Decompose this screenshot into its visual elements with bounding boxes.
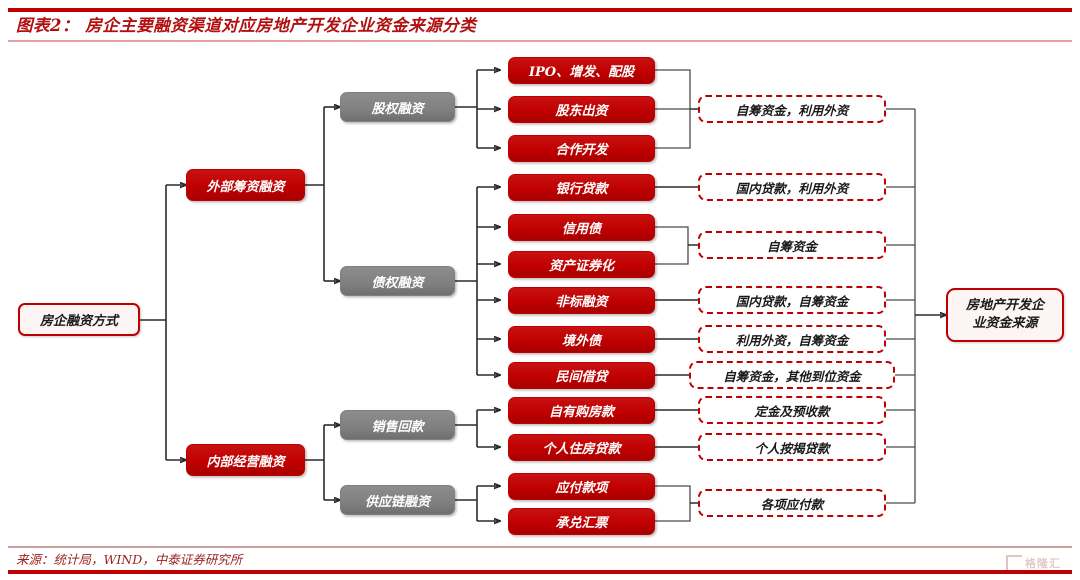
node-acceptance-bill[interactable]: 承兑汇票 (508, 508, 655, 535)
node-asset-securitization[interactable]: 资产证券化 (508, 251, 655, 278)
source-item-domestic-loan-self-raised[interactable]: 国内贷款，自筹资金 (698, 286, 886, 314)
bottom-rule (8, 570, 1072, 574)
source-item-deposit-prepayment[interactable]: 定金及预收款 (698, 396, 886, 424)
node-root[interactable]: 房企融资方式 (18, 303, 140, 336)
top-rule (8, 8, 1072, 12)
watermark-label: 格隆汇 (1025, 557, 1061, 570)
node-external-financing[interactable]: 外部筹资融资 (186, 169, 305, 201)
node-credit-bond[interactable]: 信用债 (508, 214, 655, 241)
node-internal-financing[interactable]: 内部经营融资 (186, 444, 305, 476)
source-item-self-raised-foreign[interactable]: 自筹资金，利用外资 (698, 95, 886, 123)
node-ipo[interactable]: IPO、增发、配股 (508, 57, 655, 84)
node-nonstandard-financing[interactable]: 非标融资 (508, 287, 655, 314)
title-underline (8, 40, 1072, 42)
node-debt-financing[interactable]: 债权融资 (340, 266, 455, 296)
source-item-self-raised[interactable]: 自筹资金 (698, 231, 886, 259)
node-accounts-payable[interactable]: 应付款项 (508, 473, 655, 500)
node-supply-chain-financing[interactable]: 供应链融资 (340, 485, 455, 515)
node-sales-collection[interactable]: 销售回款 (340, 410, 455, 440)
watermark-logo-icon (1006, 554, 1023, 572)
figure-title: 图表2： 房企主要融资渠道对应房地产开发企业资金来源分类 (16, 16, 477, 35)
node-own-home-purchase[interactable]: 自有购房款 (508, 397, 655, 424)
node-equity-financing[interactable]: 股权融资 (340, 92, 455, 122)
node-personal-housing-loan[interactable]: 个人住房贷款 (508, 434, 655, 461)
source-item-foreign-self-raised[interactable]: 利用外资，自筹资金 (698, 325, 886, 353)
node-shareholder-contribution[interactable]: 股东出资 (508, 96, 655, 123)
source-item-self-raised-other[interactable]: 自筹资金，其他到位资金 (689, 361, 895, 389)
node-bank-loan[interactable]: 银行贷款 (508, 174, 655, 201)
node-final-funding-sources[interactable]: 房地产开发企 业资金来源 (946, 288, 1064, 342)
node-cooperative-development[interactable]: 合作开发 (508, 135, 655, 162)
node-offshore-bond[interactable]: 境外债 (508, 326, 655, 353)
source-item-domestic-loan-foreign[interactable]: 国内贷款，利用外资 (698, 173, 886, 201)
source-item-various-payables[interactable]: 各项应付款 (698, 489, 886, 517)
node-private-lending[interactable]: 民间借贷 (508, 362, 655, 389)
bottom-thin-rule (8, 546, 1072, 548)
figure-source: 来源：统计局，WIND，中泰证券研究所 (16, 552, 243, 567)
source-item-personal-mortgage[interactable]: 个人按揭贷款 (698, 433, 886, 461)
